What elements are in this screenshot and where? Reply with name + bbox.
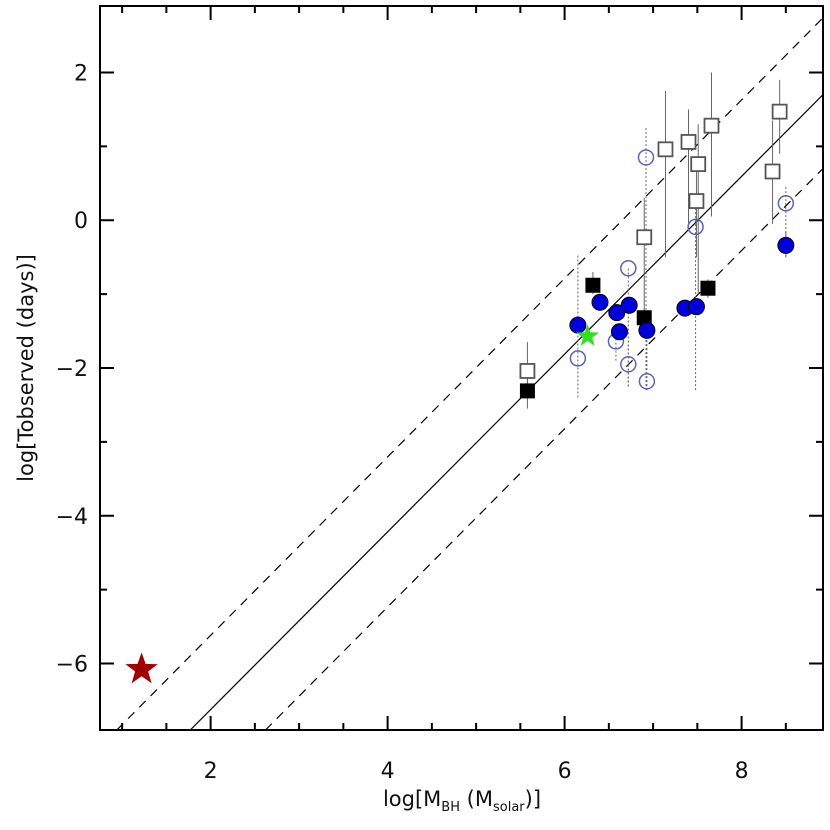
x-axis-title: log[MBH (Msolar)] <box>383 787 541 815</box>
open-circle-marker <box>620 356 637 373</box>
y-axis-title: log[Tobserved (days)] <box>14 254 38 482</box>
upper-scatter-line <box>116 17 823 730</box>
open-square-marker <box>690 156 707 172</box>
x-tick-label: 8 <box>735 759 749 784</box>
open-square-marker <box>688 193 705 209</box>
open-circle-marker <box>638 373 656 390</box>
lower-scatter-line <box>265 168 823 730</box>
open-circle-marker <box>637 149 655 166</box>
filled-square-marker <box>700 280 716 296</box>
open-circle-marker <box>620 260 637 277</box>
open-square-marker <box>771 103 788 120</box>
filled-square-marker <box>519 383 535 399</box>
filled-circle-marker <box>620 296 638 314</box>
green-star-marker <box>576 324 599 346</box>
y-tick-label: −2 <box>56 357 88 382</box>
open-square-marker <box>657 141 674 158</box>
plot-area <box>116 17 823 730</box>
filled-circle-marker <box>777 236 795 254</box>
y-tick-label: −4 <box>56 505 88 530</box>
open-square-marker <box>764 163 781 180</box>
open-square-marker <box>519 363 536 379</box>
open-square-marker <box>703 117 720 134</box>
x-tick-label: 6 <box>558 759 572 784</box>
red-star-marker <box>125 652 158 684</box>
filled-circle-marker <box>608 304 626 322</box>
plot-frame <box>99 5 824 731</box>
y-tick-label: 0 <box>74 209 88 234</box>
filled-square-marker <box>585 277 601 293</box>
filled-circle-marker <box>591 293 609 311</box>
open-circle-marker <box>569 350 587 367</box>
y-tick-label: −6 <box>56 653 88 678</box>
open-circle-marker <box>777 195 795 212</box>
open-square-marker <box>636 229 653 246</box>
best-fit-line <box>189 94 823 730</box>
x-tick-label: 2 <box>204 759 218 784</box>
x-tick-label: 4 <box>381 759 395 784</box>
axis-ticks <box>100 6 823 730</box>
filled-square-marker <box>636 310 652 326</box>
filled-circle-marker <box>638 321 656 339</box>
filled-circle-marker <box>569 316 587 334</box>
filled-circle-marker <box>610 323 628 341</box>
open-circle-marker <box>687 218 704 236</box>
filled-circle-marker <box>687 298 705 316</box>
tick-labels: 2 4 6 8 −6 −4 −2 0 2 <box>56 61 749 784</box>
open-square-marker <box>680 134 697 150</box>
y-tick-label: 2 <box>74 61 88 86</box>
